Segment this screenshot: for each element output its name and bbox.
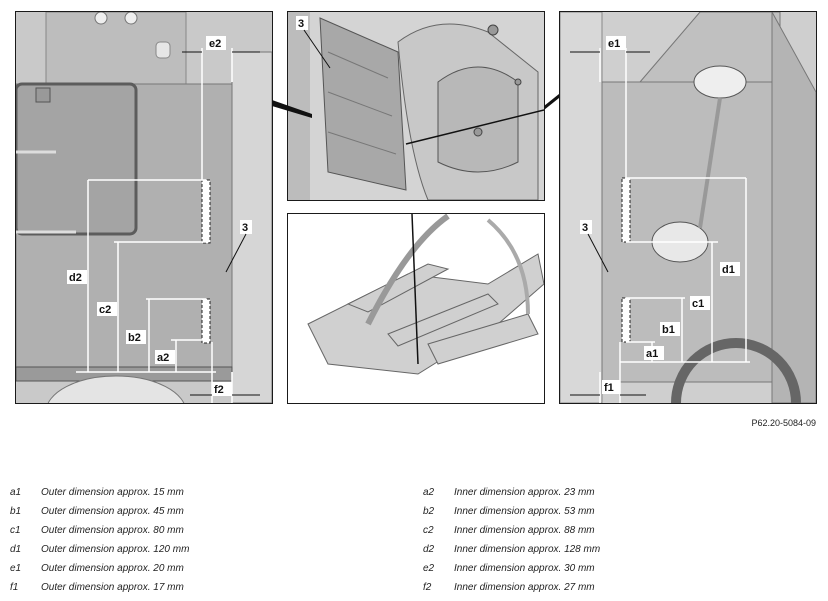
label-part-3-right: 3: [582, 222, 588, 234]
legend-key: d1: [10, 544, 22, 555]
legend-key: c1: [10, 525, 21, 536]
legend-key: c2: [423, 525, 434, 536]
detail-pointer-left: [272, 100, 312, 118]
legend-text: Inner dimension approx. 88 mm: [454, 525, 595, 536]
legend-key: d2: [423, 544, 435, 555]
legend-key: f2: [423, 582, 432, 593]
vehicle-frame-drawing: [288, 214, 544, 403]
left-detail-view: e2 d2 c2 b2 a2 f2 3: [15, 11, 273, 404]
legend-text: Outer dimension approx. 17 mm: [41, 582, 184, 593]
legend-key: a2: [423, 487, 435, 498]
legend-key: f1: [10, 582, 19, 593]
legend-key: b2: [423, 506, 435, 517]
label-a1: a1: [646, 348, 658, 360]
label-part-3-left: 3: [242, 222, 248, 234]
member-closeup-drawing: 3: [288, 12, 544, 200]
legend-text: Outer dimension approx. 120 mm: [41, 544, 190, 555]
legend-key: e1: [10, 563, 22, 574]
legend-text: Inner dimension approx. 53 mm: [454, 506, 595, 517]
label-e1: e1: [608, 38, 620, 50]
label-f1: f1: [604, 382, 614, 394]
label-e2: e2: [209, 38, 221, 50]
legend-key: e2: [423, 563, 435, 574]
label-d1: d1: [722, 264, 735, 276]
figure-id: P62.20-5084-09: [751, 418, 816, 428]
legend-text: Outer dimension approx. 80 mm: [41, 525, 184, 536]
top-middle-detail-view: 3: [287, 11, 545, 201]
label-b1: b1: [662, 324, 675, 336]
label-d2: d2: [69, 272, 82, 284]
left-detail-drawing: e2 d2 c2 b2 a2 f2 3: [16, 12, 272, 403]
label-part-3-closeup: 3: [298, 18, 304, 30]
right-detail-drawing: e1 d1 c1 b1 a1 f1 3: [560, 12, 816, 403]
label-c1: c1: [692, 298, 704, 310]
legend-text: Outer dimension approx. 20 mm: [41, 563, 184, 574]
label-f2: f2: [214, 384, 224, 396]
legend-text: Inner dimension approx. 30 mm: [454, 563, 595, 574]
legend-text: Outer dimension approx. 15 mm: [41, 487, 184, 498]
legend-text: Inner dimension approx. 27 mm: [454, 582, 595, 593]
label-a2: a2: [157, 352, 169, 364]
legend-text: Inner dimension approx. 23 mm: [454, 487, 595, 498]
label-b2: b2: [128, 332, 141, 344]
legend-text: Outer dimension approx. 45 mm: [41, 506, 184, 517]
right-detail-view: e1 d1 c1 b1 a1 f1 3: [559, 11, 817, 404]
legend-key: b1: [10, 506, 22, 517]
label-c2: c2: [99, 304, 111, 316]
vehicle-frame-overview: [287, 213, 545, 404]
legend-text: Inner dimension approx. 128 mm: [454, 544, 601, 555]
legend-key: a1: [10, 487, 22, 498]
